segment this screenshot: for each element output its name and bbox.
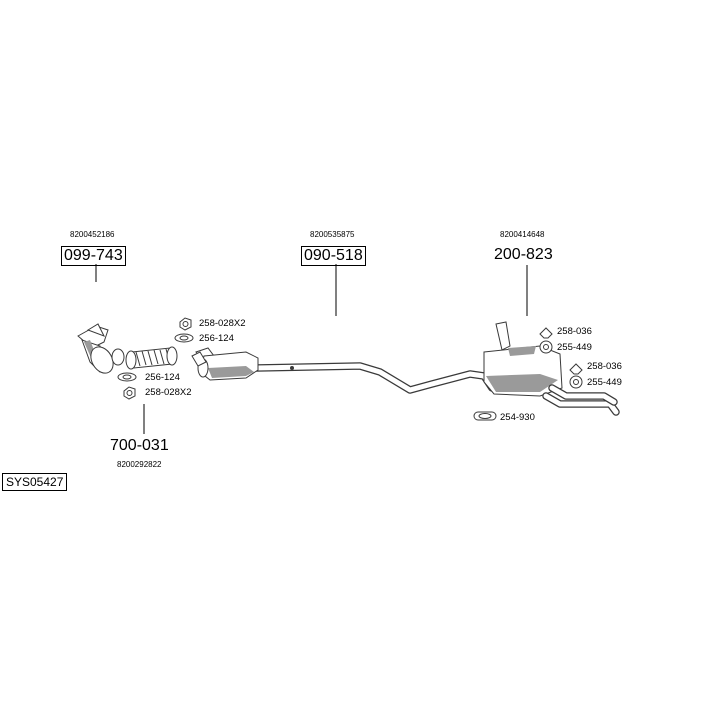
part-number-090-518[interactable]: 090-518: [301, 246, 366, 266]
part-number-200-823[interactable]: 200-823: [494, 246, 553, 263]
part-number-700-031[interactable]: 700-031: [110, 437, 169, 454]
front-catalyst-099-743[interactable]: [77, 323, 125, 377]
system-code: SYS05427: [2, 473, 68, 491]
oem-number-090-518: 8200535875: [310, 230, 355, 239]
oem-number-099-743: 8200452186: [70, 230, 115, 239]
rubber-mount-258-036-a[interactable]: [539, 327, 553, 339]
oem-number-700-031: 8200292822: [117, 460, 162, 469]
accessory-label-gasket-bottom[interactable]: 256-124: [145, 372, 180, 383]
accessory-label-258-036-b[interactable]: 258-036: [587, 361, 622, 372]
oem-number-200-823: 8200414648: [500, 230, 545, 239]
gasket-256-124-bottom[interactable]: [117, 372, 137, 382]
center-pipe-090-518[interactable]: [252, 362, 496, 394]
accessory-label-nut-top[interactable]: 258-028X2: [199, 318, 246, 329]
rubber-ring-255-449-a[interactable]: [539, 340, 553, 354]
accessory-label-254-930[interactable]: 254-930: [500, 412, 535, 423]
accessory-label-nut-bottom[interactable]: 258-028X2: [145, 387, 192, 398]
part-number-099-743[interactable]: 099-743: [61, 246, 126, 266]
gasket-256-124-top[interactable]: [174, 333, 194, 343]
nut-258-028-bottom[interactable]: [123, 386, 136, 400]
rubber-mount-258-036-b[interactable]: [569, 363, 583, 375]
clamp-254-930[interactable]: [473, 411, 497, 421]
catalyst-700-031[interactable]: [191, 347, 259, 381]
rubber-ring-255-449-b[interactable]: [569, 375, 583, 389]
accessory-label-255-449-a[interactable]: 255-449: [557, 342, 592, 353]
accessory-label-258-036-a[interactable]: 258-036: [557, 326, 592, 337]
nut-258-028-top[interactable]: [179, 317, 192, 331]
accessory-label-gasket-top[interactable]: 256-124: [199, 333, 234, 344]
rear-silencer-200-823[interactable]: [483, 321, 620, 416]
flex-pipe[interactable]: [125, 346, 178, 370]
accessory-label-255-449-b[interactable]: 255-449: [587, 377, 622, 388]
